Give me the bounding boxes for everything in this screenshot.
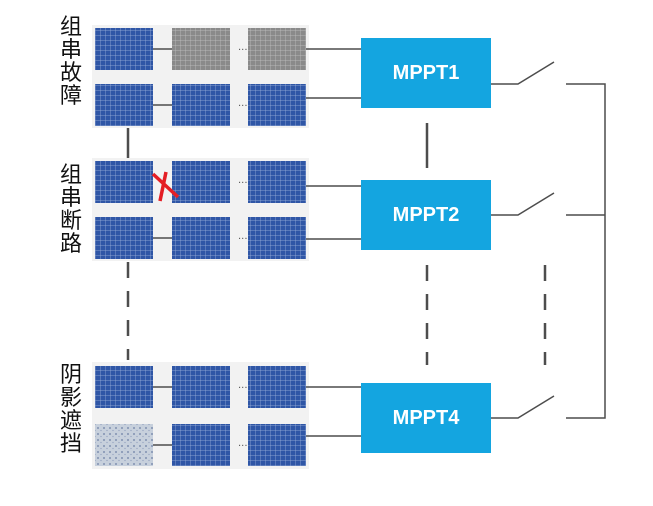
pv-panel bbox=[95, 161, 153, 203]
mppt-box-4: MPPT4 bbox=[361, 383, 491, 453]
panel-ellipsis: ··· bbox=[238, 101, 248, 112]
pv-panel bbox=[172, 366, 230, 408]
pv-panel bbox=[95, 84, 153, 126]
pv-panel bbox=[248, 217, 306, 259]
pv-panel bbox=[172, 217, 230, 259]
mppt-label: MPPT1 bbox=[392, 61, 460, 84]
panel-ellipsis: ··· bbox=[238, 234, 248, 245]
pv-panel bbox=[248, 424, 306, 466]
pv-panel bbox=[248, 366, 306, 408]
pv-panel-faulty bbox=[248, 28, 306, 70]
panel-ellipsis: ··· bbox=[238, 45, 248, 56]
pv-panel bbox=[95, 217, 153, 259]
pv-panel bbox=[172, 161, 230, 203]
panel-ellipsis: ··· bbox=[238, 178, 248, 189]
open-circuit-mark bbox=[151, 171, 180, 202]
panel-ellipsis: ··· bbox=[238, 441, 248, 452]
output-switches bbox=[491, 61, 606, 419]
group-label-string-open: 组串 断路 bbox=[59, 163, 82, 257]
pv-panel bbox=[172, 424, 230, 466]
pv-panel bbox=[248, 84, 306, 126]
mppt-box-1: MPPT1 bbox=[361, 38, 491, 108]
panel-ellipsis: ··· bbox=[238, 383, 248, 394]
pv-panel-faulty bbox=[172, 28, 230, 70]
pv-panel bbox=[95, 366, 153, 408]
group-label-shading: 阴影 遮挡 bbox=[59, 363, 82, 457]
pv-panel bbox=[172, 84, 230, 126]
mppt-box-2: MPPT2 bbox=[361, 180, 491, 250]
group-label-string-fault: 组串 故障 bbox=[59, 15, 82, 109]
mppt-label: MPPT4 bbox=[392, 406, 460, 429]
string-wires bbox=[306, 48, 361, 437]
pv-panel bbox=[248, 161, 306, 203]
pv-panel-shaded bbox=[95, 424, 153, 466]
mppt-label: MPPT2 bbox=[392, 203, 460, 226]
pv-panel bbox=[95, 28, 153, 70]
